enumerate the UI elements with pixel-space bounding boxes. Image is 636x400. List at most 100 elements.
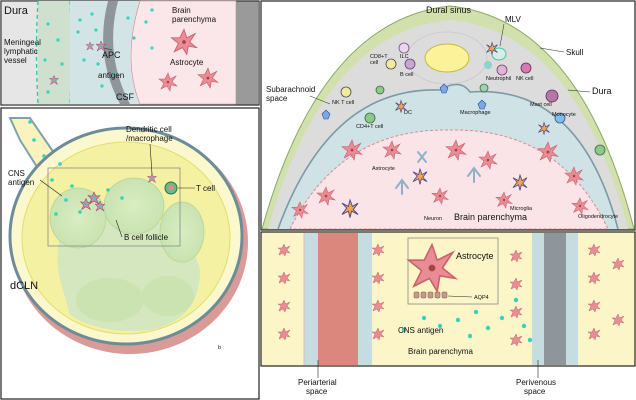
subarachnoid-pointer <box>309 95 331 105</box>
medullary-cord <box>142 276 194 316</box>
label-apc: APC <box>102 50 121 60</box>
label-brain-parenchyma: Brain parenchyma <box>172 6 217 24</box>
mlv-pointer <box>499 23 505 47</box>
cd8-line-2: cell <box>370 60 378 66</box>
label-astrocyte: Astrocyte <box>170 58 204 67</box>
label-meningeal-vessel: Meningeal lymphatic vessel <box>4 38 43 65</box>
vessel-line-1: Meningeal <box>4 38 41 47</box>
label-dc: DC <box>404 110 412 116</box>
dendritic-line-1: Dendritic cell <box>126 125 172 134</box>
microglia-cells <box>395 151 481 195</box>
cd8-line-1: CD8+T <box>370 54 388 60</box>
perivenous-space-right <box>566 233 578 365</box>
label-astrocyte-cs: Astrocyte <box>372 166 395 172</box>
zoom-box <box>47 167 181 247</box>
label-antigen: antigen <box>98 71 124 80</box>
label-b-cell: B cell <box>400 72 413 78</box>
skull-pointer <box>539 47 565 53</box>
b-cell <box>404 58 416 70</box>
label-dendritic-cell: Dendritic cell /macrophage <box>126 125 174 143</box>
aqp4-channels <box>413 291 448 299</box>
label-b-cell-follicle: B cell follicle <box>124 233 169 242</box>
b-cell-follicle <box>159 201 205 263</box>
label-mlv: MLV <box>505 15 522 24</box>
label-neuron: Neuron <box>424 216 442 222</box>
t-cell <box>375 85 385 95</box>
label-brain-parenchyma-cs: Brain parenchyma <box>454 212 527 222</box>
monocyte <box>554 112 566 124</box>
cns-pointer <box>39 179 63 197</box>
label-nk-cell: NK cell <box>516 76 533 82</box>
artery <box>318 233 358 365</box>
label-macrophage: Macrophage <box>460 110 491 116</box>
dura-pointer <box>567 89 591 93</box>
label-ilc: ILC <box>400 54 409 60</box>
t-cell <box>479 83 489 93</box>
label-perivenous-space: Perivenous space <box>516 378 558 396</box>
perivascular-panel: Astrocyte AQP4 CNS antigen Brain parench… <box>260 231 636 378</box>
medullary-cord <box>76 278 144 322</box>
periarterial-line-1: Periarterial <box>298 378 337 387</box>
perivenous-space-left <box>532 233 544 365</box>
arachnoid-membrane <box>103 1 130 104</box>
cross-section-panel: Dural sinus MLV Skull Subarachnoid space… <box>260 0 636 231</box>
antigen-dots <box>43 8 154 94</box>
immune-cells <box>340 42 606 156</box>
brain-parenchyma-layer <box>289 129 609 230</box>
label-t-cell: T cell <box>196 184 215 193</box>
brain-line-1: Brain <box>172 6 191 15</box>
apc-pointer <box>103 47 113 51</box>
nk-t-cell <box>340 86 352 98</box>
vessel-line-2: lymphatic <box>4 47 38 56</box>
vessel-wall-left <box>35 0 39 105</box>
b-cell-follicle <box>103 177 165 235</box>
label-brain-parenchyma-pv: Brain parenchyma <box>408 347 473 356</box>
dendritic-line-2: /macrophage <box>126 134 173 143</box>
macrophage-cell <box>321 109 331 120</box>
label-periarterial-space: Periarterial space <box>298 378 339 396</box>
neutrophil <box>496 64 508 76</box>
label-aqp4: AQP4 <box>474 295 489 301</box>
label-dural-sinus: Dural sinus <box>426 5 472 15</box>
label-monocyte: Monocyte <box>552 112 576 118</box>
cns-line-1: CNS <box>8 169 25 178</box>
follicle-pointer <box>115 219 123 238</box>
dural-sinus <box>424 43 470 73</box>
antigen-cell <box>484 61 492 69</box>
cd4-t-cell <box>364 112 376 124</box>
label-subarachnoid: Subarachnoid space <box>266 85 318 103</box>
nk-cell <box>520 62 532 74</box>
label-cd8: CD8+T cell <box>370 54 389 66</box>
label-cns-antigen-pv: CNS antigen <box>398 326 443 335</box>
label-skull: Skull <box>566 48 584 57</box>
dura-right-strip <box>236 1 258 105</box>
sinus-wall <box>406 31 488 85</box>
cd8-t-cell <box>385 58 397 70</box>
label-microglia: Microglia <box>510 206 533 212</box>
b-cell-follicle <box>49 187 107 249</box>
label-nk-t-cell: NK T cell <box>332 100 354 106</box>
macrophage-cell <box>477 99 487 110</box>
label-dura-right: Dura <box>592 86 612 96</box>
label-dura: Dura <box>4 5 29 17</box>
perivenous-line-2: space <box>524 387 546 396</box>
subarachnoid-line-1: Subarachnoid <box>266 85 315 94</box>
zoom-box <box>407 237 499 305</box>
brain-line-2: parenchyma <box>172 15 217 24</box>
label-mast-cell: Mast cell <box>530 102 552 108</box>
label-dcln: dCLN <box>10 280 38 292</box>
arachnoid-line <box>277 83 619 230</box>
dendritic-pointer <box>149 143 153 175</box>
ilc <box>398 42 410 54</box>
label-cd4: CD4+T cell <box>356 124 383 130</box>
t-cell-nucleus <box>168 185 174 191</box>
aqp4-pointer <box>447 295 473 298</box>
meningeal-panel: Dura Meningeal lymphatic vessel APC anti… <box>0 0 260 106</box>
periarterial-space-right <box>358 233 372 365</box>
lymphatic-vessel-band <box>38 1 70 104</box>
label-csf: CSF <box>116 92 135 102</box>
t-cell <box>594 144 606 156</box>
macrophage-cell <box>439 83 449 94</box>
label-cns-antigen: CNS antigen <box>8 169 34 187</box>
